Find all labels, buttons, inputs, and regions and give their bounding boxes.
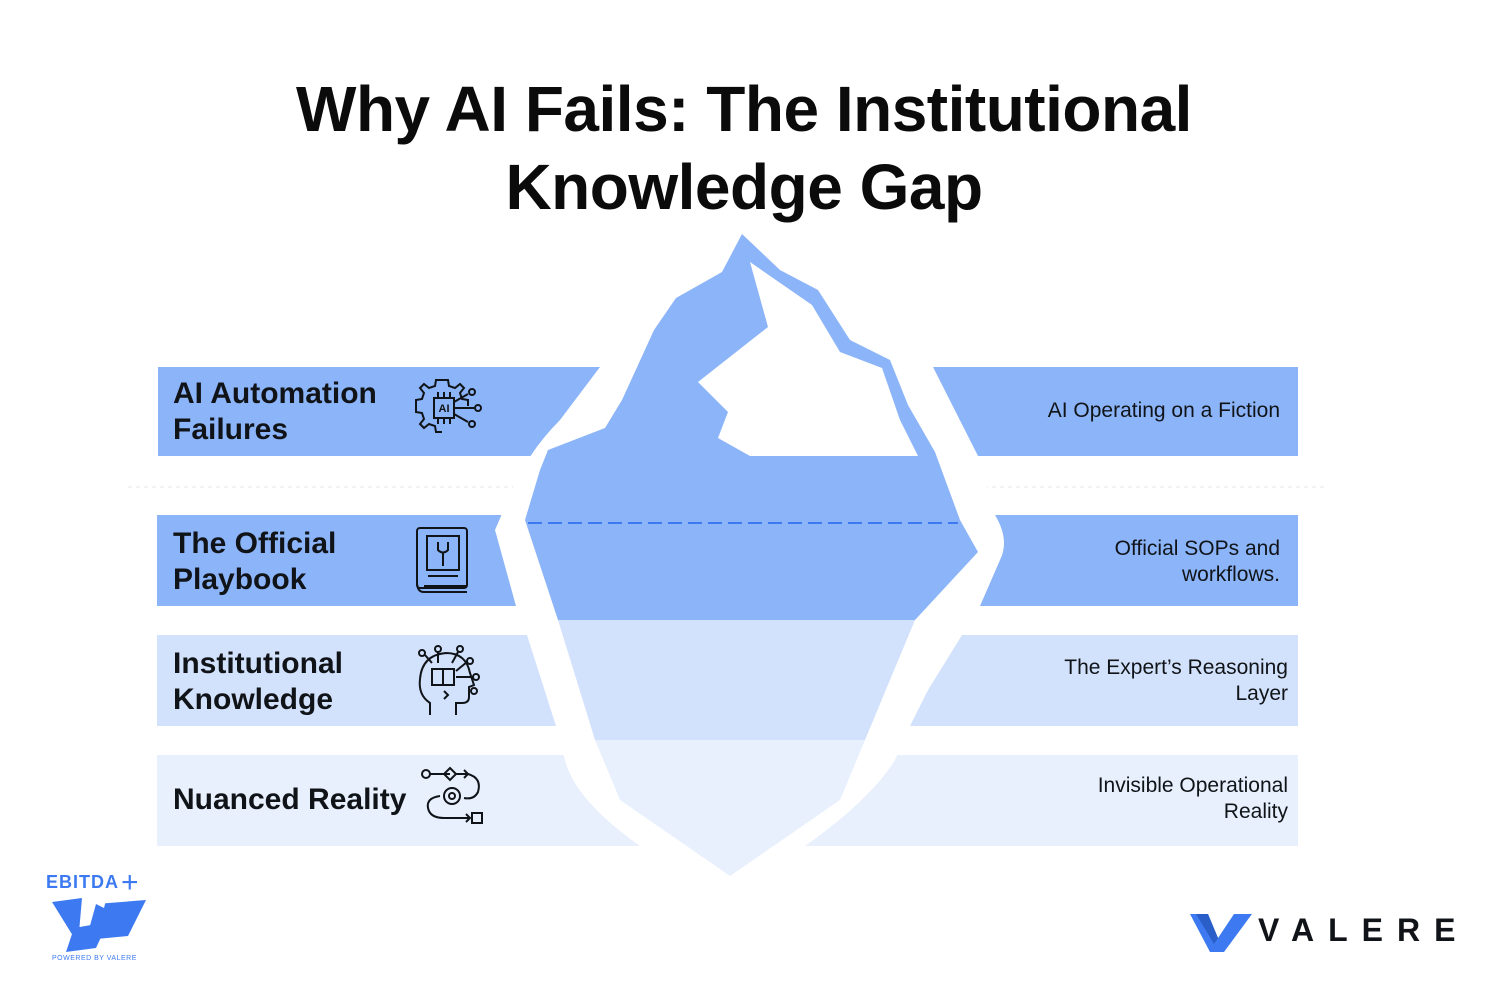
band-label-institutional-knowledge: Institutional Knowledge	[173, 647, 343, 716]
process-flow-gear-icon	[421, 766, 483, 824]
valere-logo-text: VALERE	[1258, 912, 1470, 948]
powered-by-text: POWERED BY VALERE	[52, 955, 137, 962]
page-title: Why AI Fails: The Institutional Knowledg…	[0, 70, 1488, 226]
band-desc-institutional-knowledge: The Expert’s Reasoning Layer	[1064, 656, 1288, 705]
ai-gear-chip-icon: AI	[415, 379, 482, 433]
band-desc-official-playbook: Official SOPs and workflows.	[1114, 537, 1280, 586]
valere-logo-mark	[1190, 914, 1252, 952]
band-desc-nuanced-reality: Invisible Operational Reality	[1097, 774, 1288, 823]
iceberg-upper-underwater	[525, 520, 978, 620]
ebitda-logo-text: EBITDA+	[46, 866, 140, 899]
band-label-nuanced-reality: Nuanced Reality	[173, 783, 407, 816]
iceberg-snowcap	[698, 262, 918, 456]
book-wrench-icon	[416, 527, 468, 593]
title-line-1: Why AI Fails: The Institutional	[296, 73, 1192, 145]
ebitda-logo-mark	[52, 892, 146, 952]
iceberg-middle	[558, 620, 915, 740]
band-label-ai-automation: AI Automation Failures	[173, 377, 377, 446]
head-book-network-icon	[418, 645, 480, 715]
title-line-2: Knowledge Gap	[505, 151, 983, 223]
band-label-official-playbook: The Official Playbook	[173, 527, 337, 596]
band-desc-ai-automation: AI Operating on a Fiction	[1047, 399, 1280, 422]
svg-text:AI: AI	[439, 403, 450, 415]
plus-icon: +	[121, 866, 140, 899]
iceberg-bottom	[595, 740, 865, 876]
